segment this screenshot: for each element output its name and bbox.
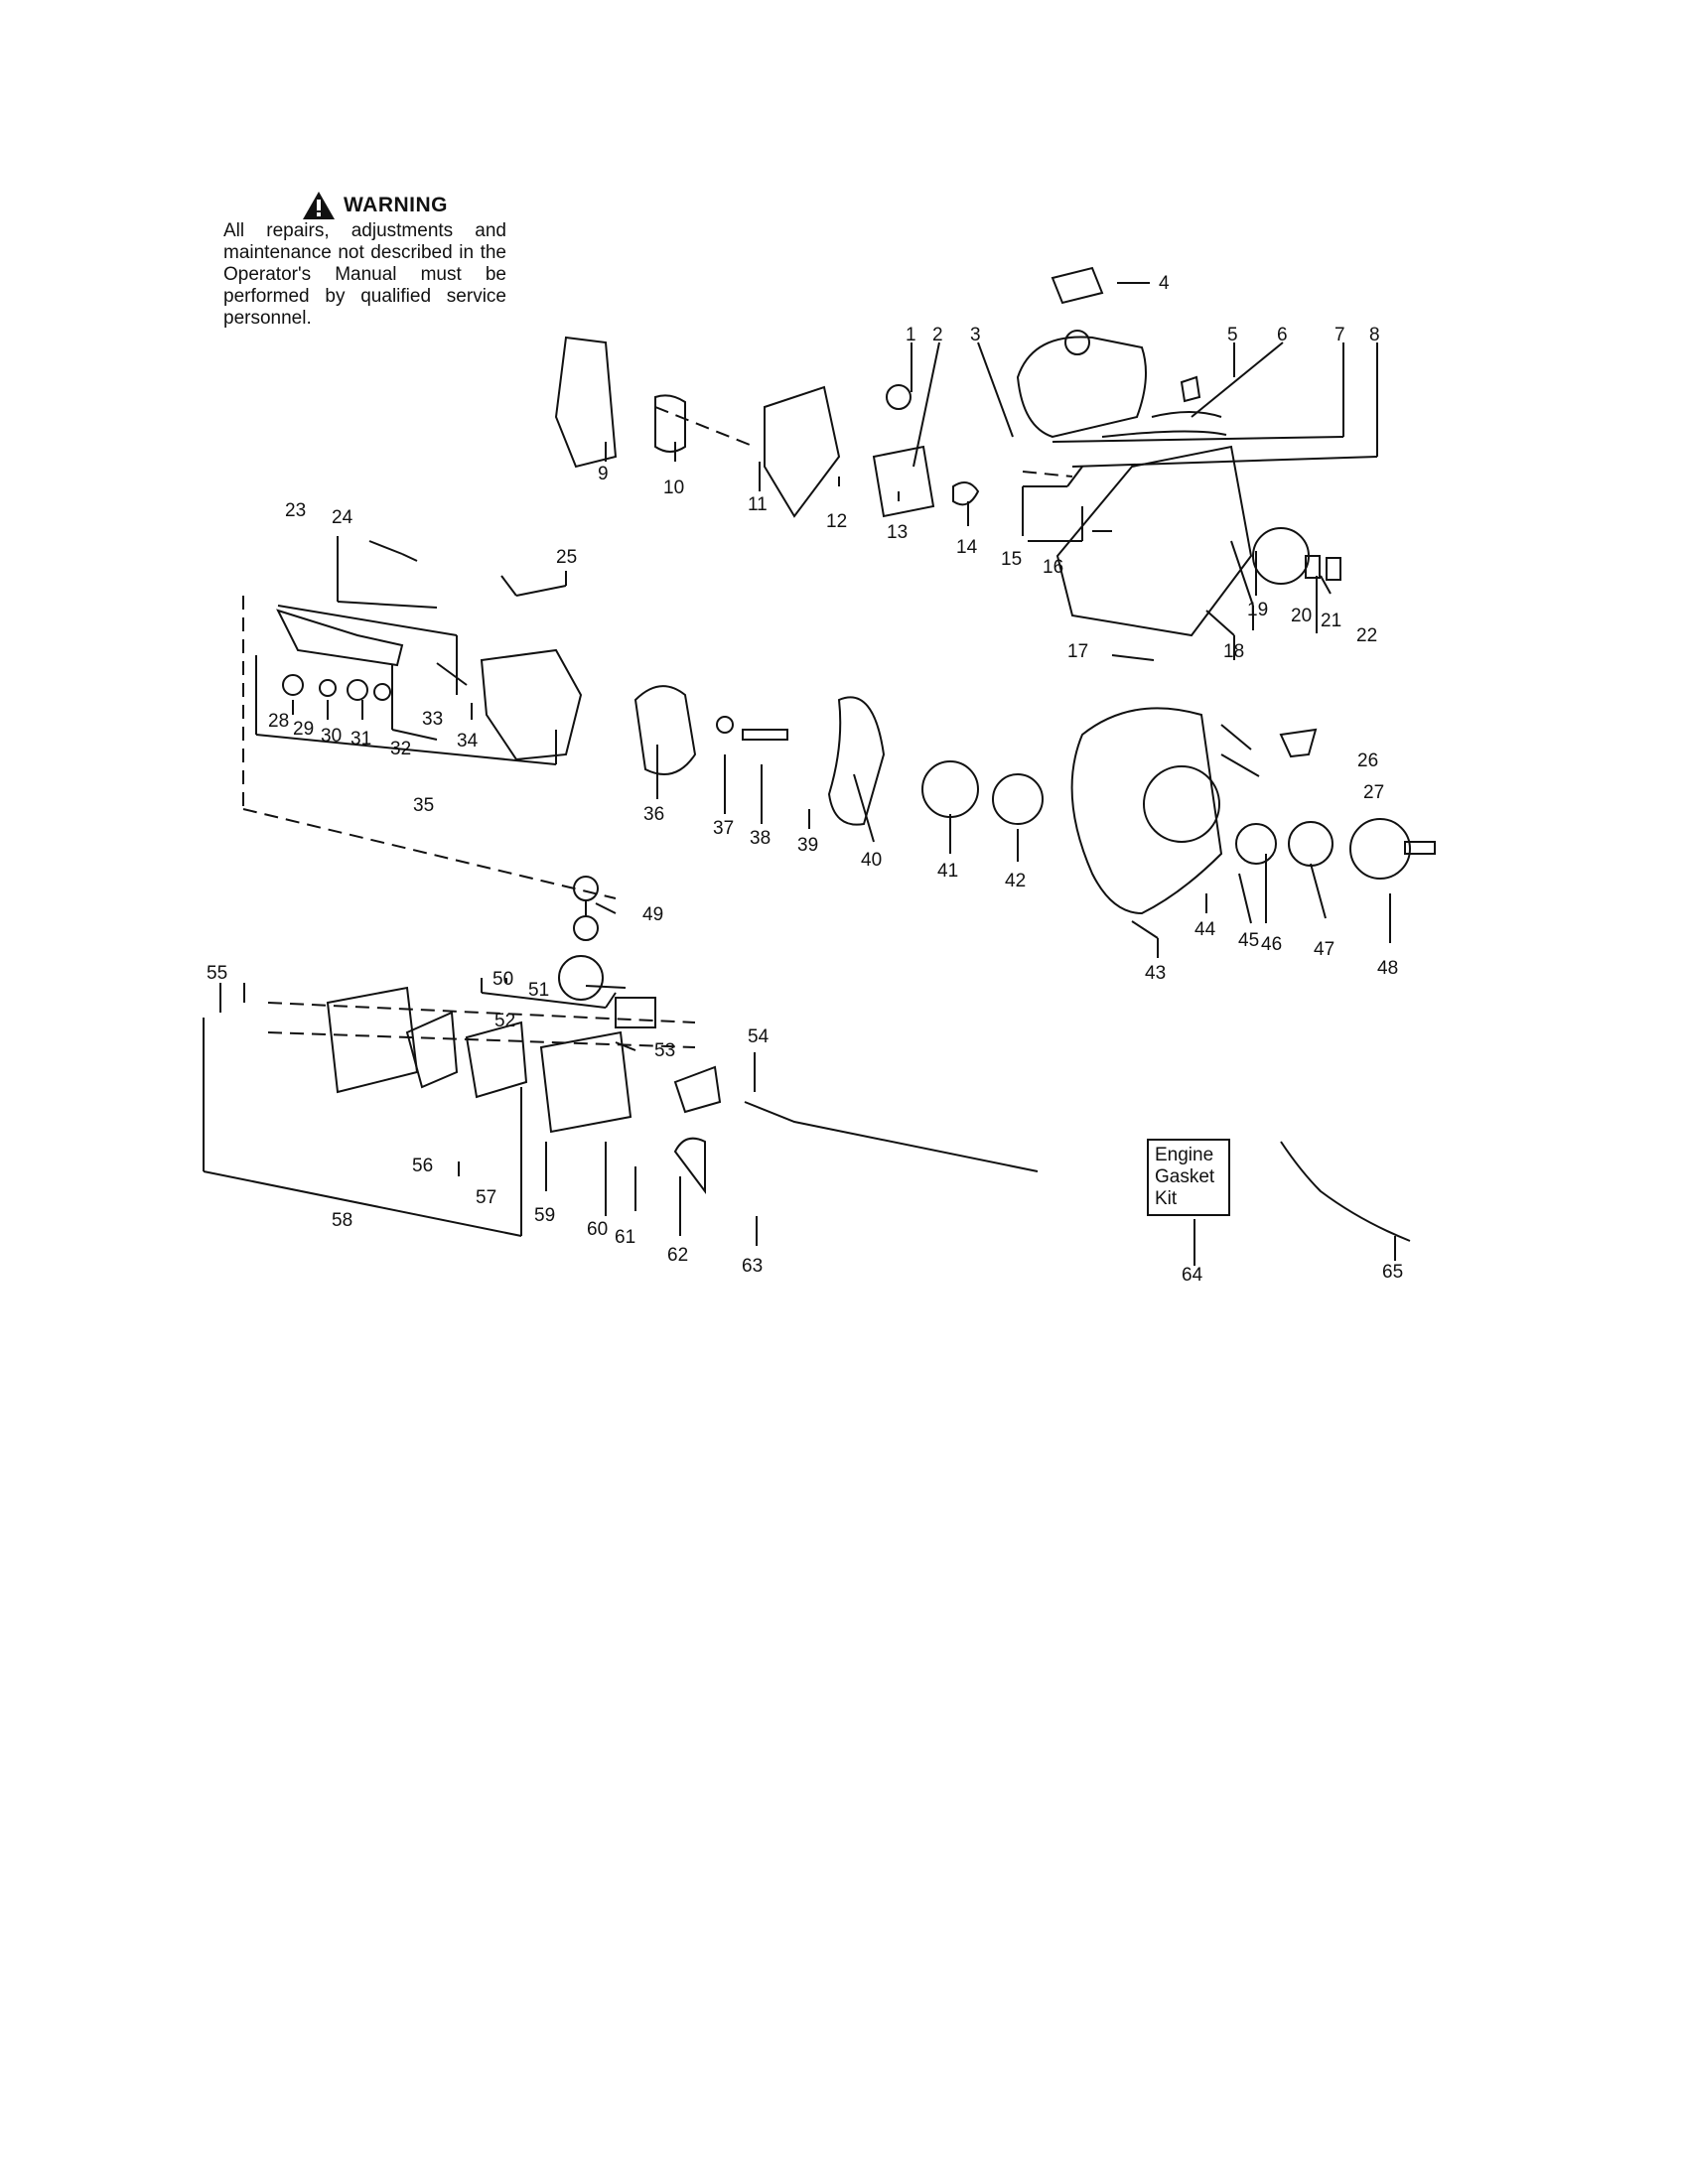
part-label-44: 44 <box>1194 919 1216 940</box>
part-label-64: 64 <box>1182 1265 1203 1286</box>
part-label-15: 15 <box>1001 549 1022 570</box>
part-label-57: 57 <box>476 1187 496 1208</box>
part-label-41: 41 <box>937 861 958 882</box>
part-label-38: 38 <box>750 828 771 849</box>
part-label-29: 29 <box>293 719 314 740</box>
part-label-17: 17 <box>1067 641 1088 662</box>
part-label-49: 49 <box>642 904 663 925</box>
part-label-2: 2 <box>932 325 943 345</box>
part-label-26: 26 <box>1357 751 1378 771</box>
part-label-65: 65 <box>1382 1262 1403 1283</box>
warning-title: WARNING <box>344 194 448 216</box>
part-label-56: 56 <box>412 1156 433 1176</box>
part-label-18: 18 <box>1223 641 1244 662</box>
warning-notice: WARNING All repairs, adjustments and mai… <box>223 191 506 330</box>
kit-line-2: Gasket <box>1155 1166 1215 1187</box>
part-label-4: 4 <box>1159 273 1170 294</box>
part-label-51: 51 <box>528 980 549 1001</box>
part-label-31: 31 <box>351 729 371 750</box>
engine-gasket-kit-box: Engine Gasket Kit <box>1147 1139 1230 1216</box>
part-label-60: 60 <box>587 1219 608 1240</box>
part-label-22: 22 <box>1356 625 1377 646</box>
part-label-7: 7 <box>1334 325 1345 345</box>
part-label-25: 25 <box>556 547 577 568</box>
part-label-10: 10 <box>663 478 684 498</box>
part-label-6: 6 <box>1277 325 1288 345</box>
part-label-54: 54 <box>748 1026 770 1047</box>
kit-line-3: Kit <box>1155 1188 1178 1209</box>
kit-line-1: Engine <box>1155 1145 1214 1165</box>
part-label-3: 3 <box>970 325 981 345</box>
part-label-46: 46 <box>1261 934 1282 955</box>
part-label-53: 53 <box>654 1040 675 1061</box>
part-label-24: 24 <box>332 507 353 528</box>
part-label-9: 9 <box>598 464 609 484</box>
part-label-23: 23 <box>285 500 306 521</box>
part-label-13: 13 <box>887 522 908 543</box>
part-label-36: 36 <box>643 804 664 825</box>
part-label-8: 8 <box>1369 325 1380 345</box>
part-label-48: 48 <box>1377 958 1398 979</box>
part-label-62: 62 <box>667 1245 688 1266</box>
part-label-16: 16 <box>1043 557 1063 578</box>
part-label-42: 42 <box>1005 871 1026 891</box>
part-label-21: 21 <box>1321 611 1341 631</box>
part-label-34: 34 <box>457 731 479 751</box>
part-label-58: 58 <box>332 1210 352 1231</box>
part-label-19: 19 <box>1247 600 1268 620</box>
part-label-14: 14 <box>956 537 978 558</box>
part-label-32: 32 <box>390 739 411 759</box>
part-label-27: 27 <box>1363 782 1384 803</box>
part-label-43: 43 <box>1145 963 1166 984</box>
part-label-5: 5 <box>1227 325 1238 345</box>
part-label-30: 30 <box>321 726 342 747</box>
part-label-52: 52 <box>494 1011 515 1031</box>
part-label-47: 47 <box>1314 939 1334 960</box>
part-label-59: 59 <box>534 1205 555 1226</box>
part-label-1: 1 <box>906 325 916 345</box>
warning-header: WARNING <box>243 191 506 220</box>
part-label-45: 45 <box>1238 930 1259 951</box>
warning-text: All repairs, adjustments and maintenance… <box>223 220 506 329</box>
part-label-33: 33 <box>422 709 443 730</box>
warning-triangle-icon <box>303 192 335 219</box>
part-label-50: 50 <box>492 969 513 990</box>
part-label-11: 11 <box>748 494 768 515</box>
part-label-28: 28 <box>268 711 289 732</box>
part-label-39: 39 <box>797 835 818 856</box>
part-label-61: 61 <box>615 1227 635 1248</box>
part-label-55: 55 <box>207 963 227 984</box>
part-label-20: 20 <box>1291 606 1312 626</box>
part-label-63: 63 <box>742 1256 763 1277</box>
part-label-35: 35 <box>413 795 434 816</box>
part-label-40: 40 <box>861 850 882 871</box>
part-label-12: 12 <box>826 511 847 532</box>
part-label-37: 37 <box>713 818 734 839</box>
